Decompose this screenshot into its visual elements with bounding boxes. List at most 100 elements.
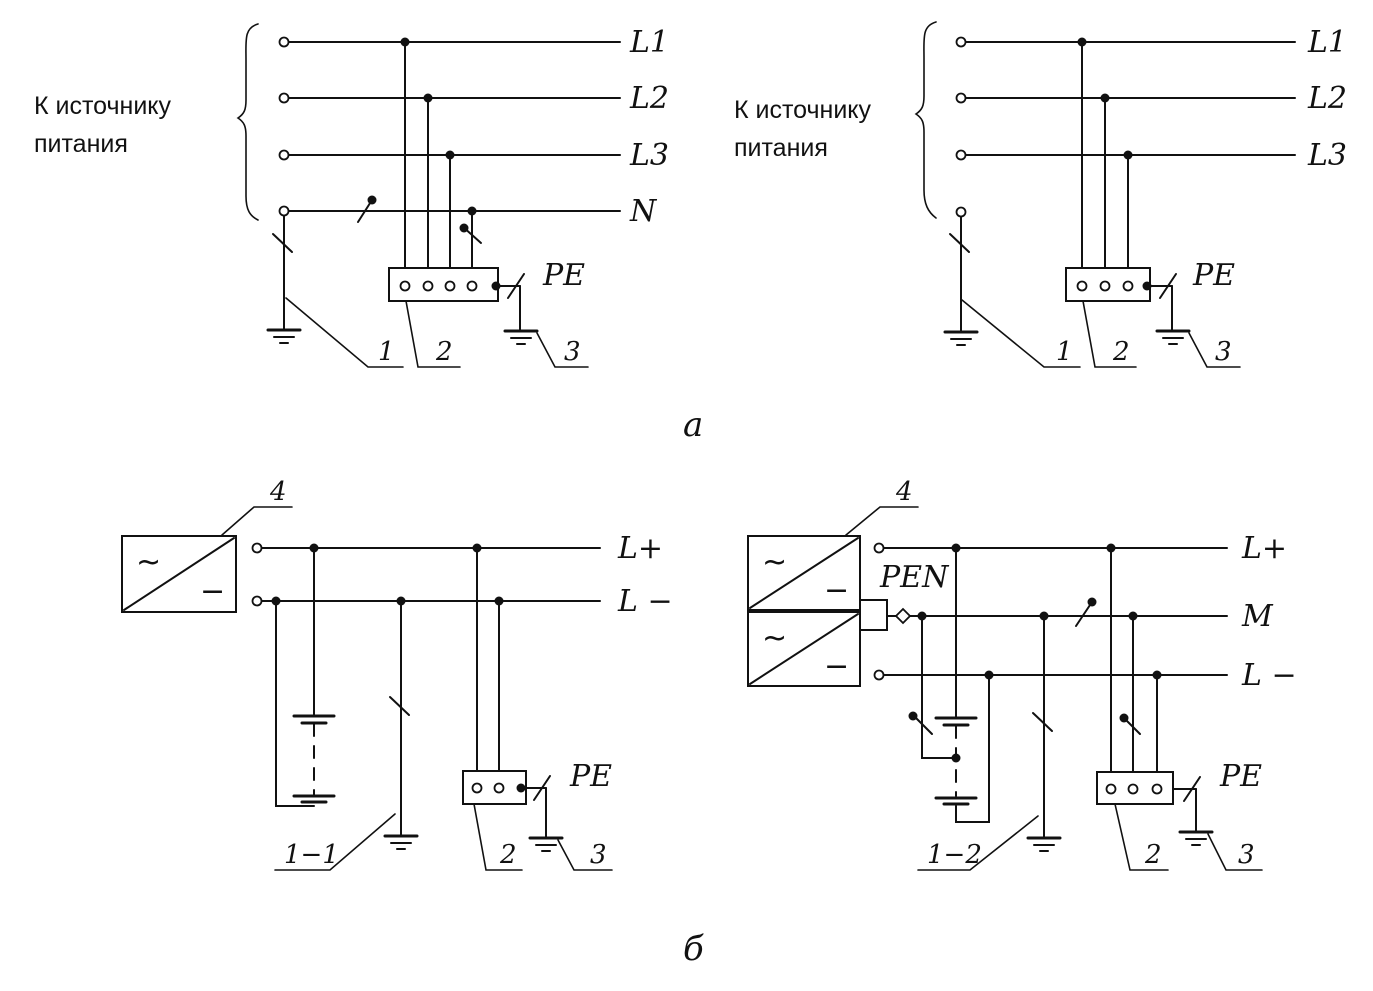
pe-mark-b-right — [1183, 776, 1201, 802]
earth-mark-lminus — [389, 696, 410, 716]
node-battery-mid — [917, 611, 927, 621]
terminal-lminus-right — [873, 669, 885, 681]
terminal-l2-right — [955, 92, 967, 104]
number-1-right: 1 — [1056, 337, 1073, 367]
node-battery-mid-cell — [951, 753, 961, 763]
leader-1-right — [961, 299, 1081, 368]
number-2-right: 2 — [1112, 337, 1130, 367]
label-m: M — [1241, 599, 1274, 634]
leader-2-b-right — [1114, 803, 1169, 871]
converter-ac-symbol: ~ — [136, 545, 161, 580]
terminal-lplus — [251, 542, 263, 554]
converter-lower-diagonal — [749, 613, 859, 685]
source-brace — [236, 23, 259, 221]
converter-upper-diagonal — [749, 537, 859, 609]
number-1-1: 1−1 — [284, 840, 339, 870]
source-label-right-line1: К источнику — [734, 96, 872, 124]
converter-lower-dc-symbol: − — [824, 649, 849, 684]
label-n: N — [629, 194, 658, 229]
source-label-right-line2: питания — [734, 134, 828, 162]
node-l3 — [445, 150, 455, 160]
terminal-n — [278, 205, 290, 217]
node-earth-m — [1039, 611, 1049, 621]
label-lminus-right: L − — [1241, 658, 1297, 693]
block-b-terminal-2 — [493, 782, 505, 794]
label-l2: L2 — [629, 81, 669, 116]
number-1: 1 — [378, 337, 395, 367]
number-4-right: 4 — [895, 477, 913, 507]
number-3-right: 3 — [1215, 337, 1232, 367]
label-l1: L1 — [629, 25, 669, 60]
node-tap-lminus-right — [1152, 670, 1162, 680]
leader-3-b-right — [1207, 833, 1263, 871]
label-l1-right: L1 — [1307, 25, 1347, 60]
pen-bridge — [859, 599, 888, 631]
label-lminus: L − — [617, 584, 673, 619]
leader-1-1 — [274, 813, 396, 871]
panel-a-right: К источнику питания L1 L2 L3 PE — [734, 21, 1347, 368]
number-2-b-right: 2 — [1144, 840, 1162, 870]
block-b-terminal-1 — [471, 782, 483, 794]
node-l2-right — [1100, 93, 1110, 103]
leader-3-b — [557, 839, 613, 871]
label-l2-right: L2 — [1307, 81, 1347, 116]
terminal-l1-right — [955, 36, 967, 48]
number-2-b: 2 — [499, 840, 517, 870]
pen-terminal — [894, 607, 912, 625]
number-1-2: 1−2 — [927, 840, 982, 870]
block-terminal-3 — [444, 280, 456, 292]
block-right-terminal-1 — [1076, 280, 1088, 292]
number-3: 3 — [564, 337, 581, 367]
block-terminal-1 — [399, 280, 411, 292]
label-pe: PE — [542, 258, 585, 293]
caption-a: а — [683, 405, 703, 445]
terminal-neutral-right — [955, 206, 967, 218]
node-tap-lminus — [494, 596, 504, 606]
source-brace-right — [914, 21, 937, 219]
source-label-line1: К источнику — [34, 92, 172, 120]
label-pen: PEN — [879, 560, 950, 595]
block-right-terminal-2 — [1099, 280, 1111, 292]
switch-m — [1075, 601, 1093, 627]
label-lplus-right: L+ — [1241, 531, 1287, 566]
node-battery-plus — [309, 543, 319, 553]
pe-mark-right — [1159, 273, 1177, 299]
node-battery-right-plus — [951, 543, 961, 553]
node-l3-right — [1123, 150, 1133, 160]
leader-1-2 — [917, 815, 1039, 871]
leader-3-right — [1188, 332, 1241, 368]
block-right-terminal-3 — [1122, 280, 1134, 292]
block-b-right-terminal-1 — [1105, 783, 1117, 795]
terminal-l1 — [278, 36, 290, 48]
node-l2 — [423, 93, 433, 103]
terminal-lplus-right — [873, 542, 885, 554]
converter-upper-dc-symbol: − — [824, 573, 849, 608]
node-earth-lminus — [396, 596, 406, 606]
pe-mark-b — [533, 775, 551, 801]
label-l3-right: L3 — [1307, 138, 1347, 173]
panel-b-right: ~ − ~ − 4 L+ M L − PEN — [747, 477, 1297, 871]
block-b-right-terminal-2 — [1127, 783, 1139, 795]
switch-battery-mid-pivot — [908, 711, 918, 721]
leader-2 — [405, 300, 461, 368]
converter-upper-ac-symbol: ~ — [762, 545, 787, 580]
number-2: 2 — [435, 337, 453, 367]
node-l1-right — [1077, 37, 1087, 47]
converter-diagonal — [123, 537, 235, 611]
converter-lower-ac-symbol: ~ — [762, 621, 787, 656]
node-battery-right-minus — [984, 670, 994, 680]
switch-m-pivot — [1087, 597, 1097, 607]
leader-2-b — [473, 803, 523, 871]
leader-4 — [221, 506, 293, 536]
battery-mid-wire — [921, 615, 957, 759]
node-tap-m — [1128, 611, 1138, 621]
switch-tap-m-pivot — [1119, 713, 1129, 723]
pe-mark — [507, 273, 525, 299]
number-3-b-right: 3 — [1238, 840, 1255, 870]
label-pe-b-right: PE — [1219, 759, 1262, 794]
label-pe-right: PE — [1192, 258, 1235, 293]
node-tap-lplus — [472, 543, 482, 553]
switch-n-pivot — [367, 195, 377, 205]
terminal-l2 — [278, 92, 290, 104]
